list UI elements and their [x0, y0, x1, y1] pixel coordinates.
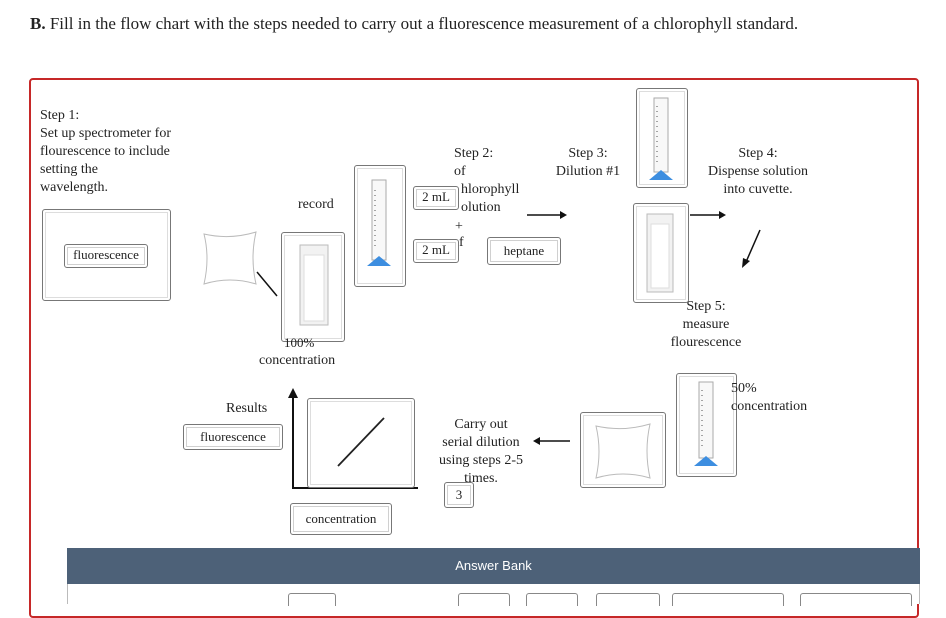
answer-bank-header: Answer Bank [67, 548, 920, 584]
answer-bank-tile[interactable] [526, 593, 578, 606]
tile-concentration-axis[interactable]: concentration [290, 503, 392, 535]
step3-line: Step 3: [568, 146, 608, 161]
step4-line: Dispense solution [708, 164, 808, 179]
answer-bank-tile[interactable] [288, 593, 336, 606]
step4-text: Step 4: Dispense solution into cuvette. [697, 145, 819, 199]
step2-plus: + [455, 219, 463, 234]
results-label: Results [226, 401, 268, 416]
arrow-left-icon [533, 437, 570, 445]
step5-line: measure [682, 317, 730, 332]
tile-2ml-chlorophyll[interactable]: 2 mL [413, 186, 459, 210]
answer-bank-tile[interactable] [596, 593, 660, 606]
tile-times-count[interactable]: 3 [444, 482, 474, 508]
step2-solution: olution [461, 200, 501, 215]
step1-line: setting the [40, 162, 98, 177]
y-axis-arrow-icon [288, 388, 298, 398]
step4-line: Step 4: [738, 146, 778, 161]
connector-line [256, 271, 278, 297]
step1-line: Step 1: [40, 108, 80, 123]
answer-bank-tile[interactable] [800, 593, 912, 606]
step5-line: flourescence [670, 335, 742, 350]
sample-sheet-icon [595, 423, 651, 479]
answer-bank-tile[interactable] [458, 593, 510, 606]
step2-chlorophyll: hlorophyll [461, 182, 520, 197]
cuvette-icon [646, 213, 674, 293]
record-label: record [298, 197, 334, 212]
results-graph [288, 388, 418, 489]
arrow-right-icon [527, 211, 567, 219]
serial-line: Carry out [454, 417, 508, 432]
concentration-50-label-a: 50% [731, 381, 757, 396]
step3-line: Dilution #1 [555, 164, 621, 179]
concentration-100-label-b: concentration [259, 353, 336, 368]
drop-zone-step1[interactable] [42, 209, 171, 301]
step1-line: Set up spectrometer for [40, 126, 172, 141]
question-text: Fill in the flow chart with the steps ne… [49, 14, 799, 33]
arrow-down-left-icon [742, 229, 761, 268]
tile-2ml-heptane[interactable]: 2 mL [413, 239, 459, 263]
serial-line: using steps 2-5 [439, 453, 523, 468]
concentration-100-label-a: 100% [284, 335, 315, 350]
question-prompt: B. Fill in the flow chart with the steps… [30, 14, 798, 34]
tile-fluorescence[interactable]: fluorescence [64, 244, 148, 268]
step5-line: Step 5: [686, 299, 726, 314]
tile-fluorescence-results[interactable]: fluorescence [183, 424, 283, 450]
calibration-line-icon [337, 417, 385, 467]
step4-line: into cuvette. [723, 182, 793, 197]
cuvette-icon [299, 244, 329, 326]
tile-heptane[interactable]: heptane [487, 237, 561, 265]
step1-text: Step 1: Set up spectrometer for flouresc… [40, 107, 171, 197]
step1-line: flourescence to include [40, 144, 170, 159]
step1-line: wavelength. [40, 180, 109, 195]
answer-bank-tile[interactable] [672, 593, 784, 606]
graduated-cylinder-icon [367, 179, 391, 266]
step2-title: Step 2: [454, 146, 494, 161]
serial-dilution-text: Carry out serial dilution using steps 2-… [431, 416, 531, 488]
step3-text: Step 3: Dilution #1 [552, 145, 624, 181]
step2-of: of [454, 164, 466, 179]
sample-sheet-icon [203, 231, 257, 285]
serial-line: serial dilution [442, 435, 520, 450]
question-label: B. [30, 14, 46, 33]
graduated-cylinder-icon [694, 381, 718, 466]
step2-of2: f [459, 235, 464, 250]
step5-text: Step 5: measure flourescence [663, 298, 749, 352]
graduated-cylinder-icon [649, 97, 673, 180]
concentration-50-label-b: concentration [731, 399, 808, 414]
arrow-right-icon [690, 211, 726, 219]
